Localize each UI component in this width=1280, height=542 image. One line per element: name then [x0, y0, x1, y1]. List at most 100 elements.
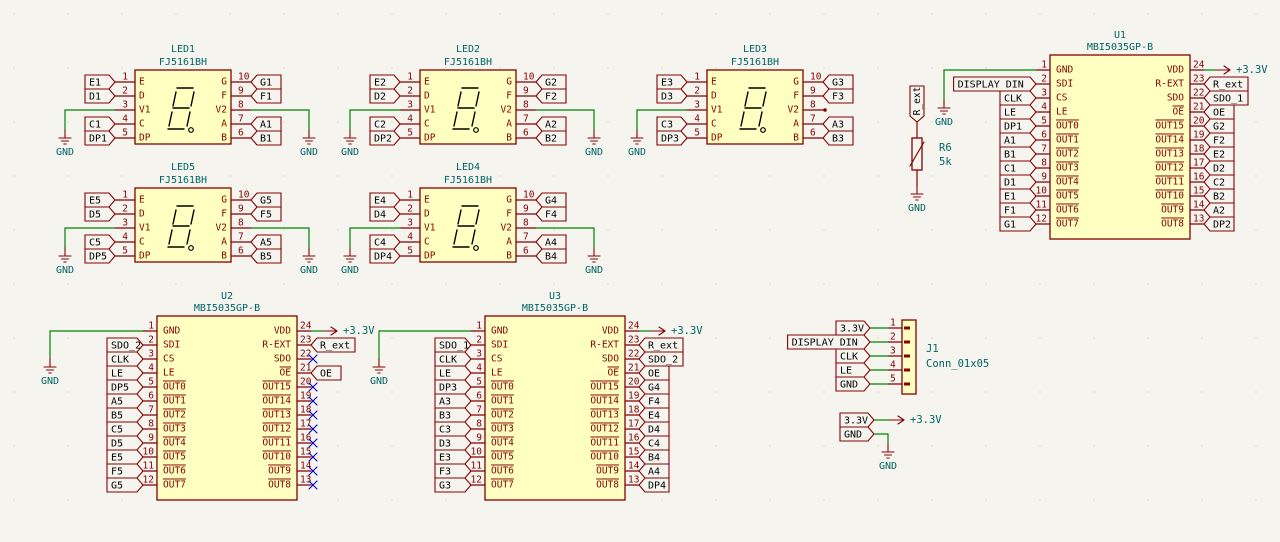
no-connect-mark: [308, 452, 318, 462]
grid-dot: [661, 445, 663, 447]
decimal-point-mark: [760, 127, 766, 133]
pin-number: 2: [890, 332, 896, 343]
grid-dot: [985, 175, 987, 177]
net-label-text: G3: [439, 481, 451, 492]
grid-dot: [931, 445, 933, 447]
grid-dot: [1201, 229, 1203, 231]
grid-dot: [445, 499, 447, 501]
pin-name: OUT9: [268, 466, 291, 477]
grid-dot: [1201, 391, 1203, 393]
grid-dot: [769, 13, 771, 15]
driver-reference: U1: [1114, 30, 1126, 41]
net-label-text: A2: [545, 120, 557, 131]
grid-dot: [67, 499, 69, 501]
grid-dot: [1093, 13, 1095, 15]
pin-name: D: [139, 91, 145, 102]
pin-name: OUT7: [163, 480, 186, 491]
segment-stroke: [744, 91, 749, 107]
net-label: DP5: [106, 379, 144, 395]
pin-name: CS: [1056, 93, 1068, 104]
pin-name: V1: [139, 223, 151, 234]
grid-dot: [769, 229, 771, 231]
net-label: LE: [106, 365, 144, 381]
net-label-text: R_ext: [648, 341, 678, 352]
net-label: GND: [835, 376, 871, 392]
grid-dot: [499, 175, 501, 177]
driver-body: [156, 315, 298, 501]
pin-number: 22: [628, 349, 639, 360]
pin-number: 2: [407, 86, 413, 97]
pin-name: OUT14: [262, 396, 291, 407]
pin-name: OUT2: [491, 410, 514, 421]
no-connect-mark: [308, 424, 318, 434]
grid-dot: [553, 67, 555, 69]
grid-dot: [769, 445, 771, 447]
pin-number: 16: [628, 433, 640, 444]
pin-number: 1: [122, 190, 128, 201]
net-label-text: E1: [1004, 192, 1016, 203]
net-label-text: B1: [260, 134, 272, 145]
net-label-text: G4: [648, 383, 660, 394]
net-label: D3: [656, 88, 688, 104]
pin-name: OUT0: [1056, 121, 1079, 132]
grid-dot: [391, 499, 393, 501]
grid-dot: [1201, 121, 1203, 123]
segment-stroke: [471, 229, 476, 245]
net-label-text: R_ext: [912, 87, 923, 116]
pin-number: 10: [523, 190, 535, 201]
net-label-text: E3: [439, 453, 451, 464]
grid-dot: [67, 67, 69, 69]
gnd-symbol: GND: [908, 185, 926, 214]
pin-number: 1: [476, 321, 482, 332]
net-label: A2: [535, 116, 567, 132]
net-label-outline: [999, 132, 1037, 148]
pin-number: 8: [238, 100, 244, 111]
led-reference: LED2: [456, 44, 480, 55]
pin-name: V2: [501, 223, 512, 234]
gnd-label: GND: [585, 147, 603, 158]
grid-dot: [175, 175, 177, 177]
net-label-text: C2: [374, 120, 386, 131]
grid-dot: [283, 121, 285, 123]
pin-name: DP: [424, 251, 436, 262]
pin-number: 9: [476, 433, 482, 444]
net-label: G5: [250, 192, 282, 208]
grid-dot: [175, 13, 177, 15]
pin-number: 20: [628, 377, 640, 388]
net-label: B2: [1203, 188, 1235, 204]
net-label-outline: [106, 337, 144, 353]
net-label-outline: [84, 234, 116, 250]
pin-name: R-EXT: [1155, 79, 1184, 90]
net-label: F1: [250, 88, 282, 104]
pin-name: G: [793, 77, 799, 88]
net-label: D2: [369, 88, 401, 104]
net-label: DP5: [84, 248, 116, 264]
no-connect-mark: [308, 466, 318, 476]
pin-number: 1: [122, 72, 128, 83]
wire: [251, 109, 310, 130]
grid-dot: [661, 121, 663, 123]
net-label-outline: [656, 130, 688, 146]
pin-number: 17: [628, 419, 639, 430]
wire: [943, 69, 1036, 100]
net-label: D4: [369, 206, 401, 222]
net-label-text: E4: [648, 411, 660, 422]
wire: [251, 227, 310, 248]
net-label-outline: [999, 188, 1037, 204]
pin-number: 5: [122, 128, 128, 139]
wire: [536, 227, 595, 248]
net-label: CLK: [835, 348, 871, 364]
net-label-text: OE: [648, 369, 660, 380]
net-label-text: DISPLAY DIN: [792, 338, 858, 349]
pin-number: 24: [628, 321, 640, 332]
pin-name: OUT3: [1056, 163, 1079, 174]
pin-number: 11: [143, 461, 155, 472]
pin-number: 7: [238, 232, 244, 243]
net-label-text: D2: [374, 92, 386, 103]
pin-name: OUT6: [1056, 205, 1079, 216]
net-label-text: C3: [439, 425, 451, 436]
net-label-text: D5: [89, 210, 101, 221]
grid-dot: [337, 175, 339, 177]
grid-dot: [1255, 175, 1257, 177]
net-label: 3.3V: [835, 320, 871, 336]
